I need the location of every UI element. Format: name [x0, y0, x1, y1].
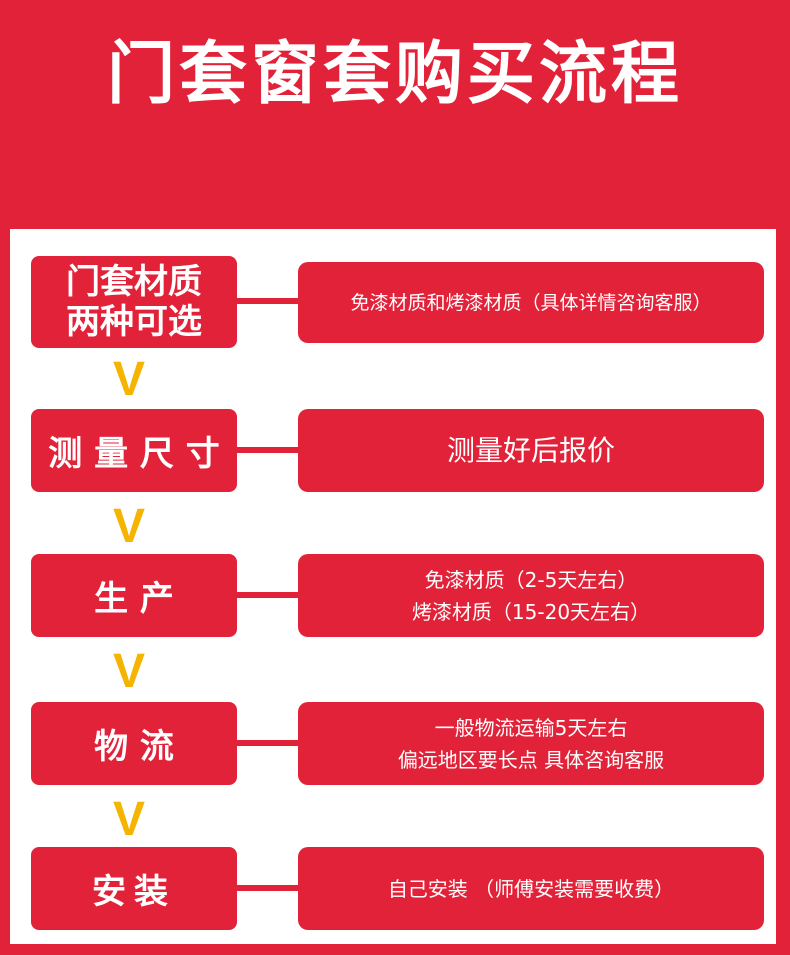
- step-label: 生 产: [31, 554, 237, 637]
- detail-line: 偏远地区要长点 具体咨询客服: [397, 747, 665, 772]
- step-label: 安装: [31, 847, 237, 930]
- step-detail: 自己安装 （师傅安装需要收费）: [298, 847, 764, 930]
- detail-line: 一般物流运输5天左右: [434, 715, 628, 740]
- detail-line: 免漆材质（2-5天左右）: [424, 567, 638, 592]
- step-detail: 免漆材质（2-5天左右） 烤漆材质（15-20天左右）: [298, 554, 764, 637]
- detail-line: 免漆材质和烤漆材质（具体详情咨询客服）: [350, 291, 712, 314]
- step-label: 物 流: [31, 702, 237, 785]
- connector-line: [237, 298, 298, 304]
- step-detail: 一般物流运输5天左右 偏远地区要长点 具体咨询客服: [298, 702, 764, 785]
- step-label: 门套材质 两种可选: [31, 256, 237, 348]
- down-arrow-icon: V: [112, 793, 145, 846]
- step-detail: 免漆材质和烤漆材质（具体详情咨询客服）: [298, 262, 764, 343]
- connector-line: [237, 592, 298, 598]
- down-arrow-icon: V: [112, 645, 145, 698]
- connector-line: [237, 885, 298, 891]
- detail-line: 自己安装 （师傅安装需要收费）: [387, 876, 675, 901]
- detail-line: 测量好后报价: [446, 433, 615, 467]
- detail-line: 烤漆材质（15-20天左右）: [411, 599, 651, 624]
- page-title: 门套窗套购买流程: [106, 35, 683, 114]
- down-arrow-icon: V: [112, 353, 145, 406]
- step-detail: 测量好后报价: [298, 409, 764, 492]
- step-label: 测 量 尺 寸: [31, 409, 237, 492]
- connector-line: [237, 447, 298, 453]
- down-arrow-icon: V: [112, 500, 145, 553]
- connector-line: [237, 740, 298, 746]
